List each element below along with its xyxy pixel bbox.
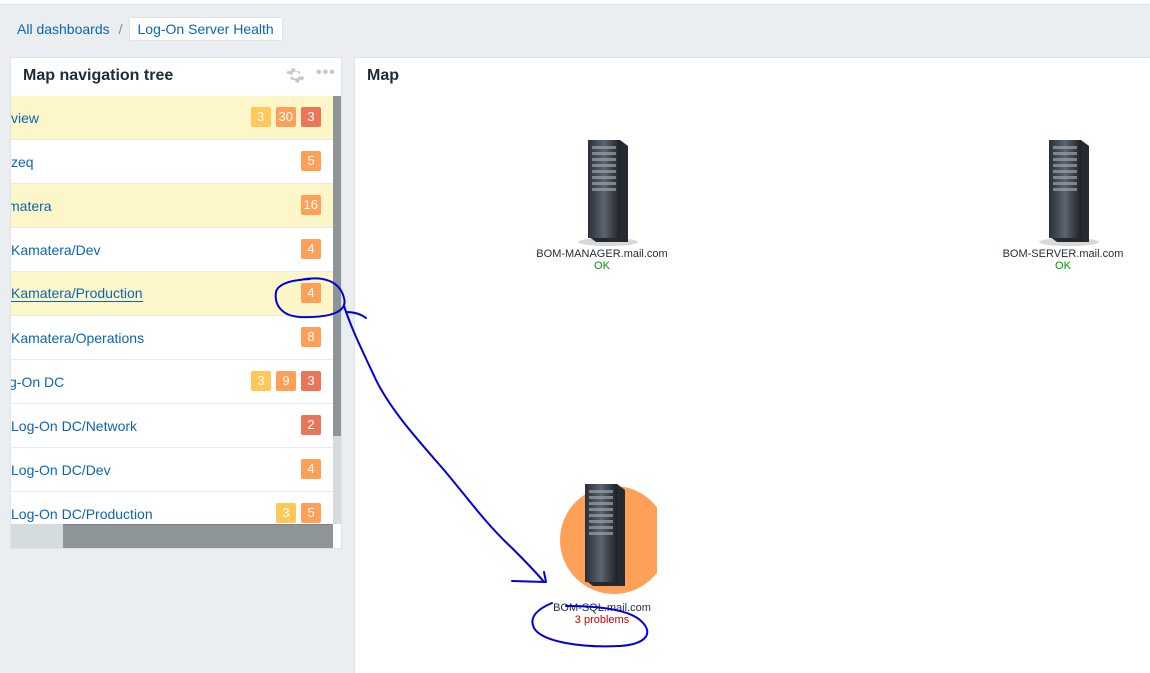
vertical-scrollbar[interactable] [333,96,341,524]
tree-item-label[interactable]: Kamatera/Dev [11,241,101,258]
host-name: BOM-SERVER.mail.com [1002,248,1124,260]
top-edge [0,0,1150,5]
host-name: BOM-SQL.mail.com [553,602,651,614]
problem-count-badge[interactable]: 9 [276,371,296,391]
host-name: BOM-MANAGER.mail.com [536,248,668,260]
problem-count-badge[interactable]: 5 [301,151,321,171]
horizontal-scrollbar-thumb[interactable] [63,524,333,548]
breadcrumb: All dashboards / Log-On Server Health [10,16,283,42]
map-host-bom-server[interactable]: BOM-SERVER.mail.com OK [988,136,1138,272]
tree-item[interactable]: zeq 5 [11,140,333,184]
problem-badges: 4 [301,283,321,303]
problem-badges: 5 [301,151,321,171]
breadcrumb-all-dashboards[interactable]: All dashboards [17,21,110,37]
problem-count-badge[interactable]: 3 [276,503,296,523]
problem-count-badge[interactable]: 4 [301,459,321,479]
host-status: OK [594,260,610,272]
problem-count-badge[interactable]: 4 [301,239,321,259]
problem-count-badge[interactable]: 3 [301,107,321,127]
more-icon[interactable]: ••• [316,64,336,81]
widget-header: Map navigation tree ••• [11,58,341,96]
tree-item-label[interactable]: Log-On DC/Production [11,505,153,522]
problem-badges: 2 [301,415,321,435]
horizontal-scrollbar[interactable] [11,524,333,548]
server-icon [1039,140,1099,246]
tree-item[interactable]: Log-On DC/Dev 4 [11,448,333,492]
tree-item-label[interactable]: view [11,109,40,126]
tree-item-label[interactable]: Log-On DC/Dev [11,461,111,478]
problem-count-badge[interactable]: 8 [301,327,321,347]
map-host-bom-sql[interactable]: BOM-SQL.mail.com 3 problems [527,480,677,626]
server-icon [578,140,638,246]
host-status: 3 problems [574,614,630,626]
map-host-bom-manager[interactable]: BOM-MANAGER.mail.com OK [527,136,677,272]
tree-item-label[interactable]: Log-On DC/Network [11,417,138,434]
tree-item-label[interactable]: zeq [11,153,34,170]
gear-icon[interactable] [285,65,305,85]
problem-count-badge[interactable]: 5 [301,503,321,523]
problem-count-badge[interactable]: 2 [301,415,321,435]
breadcrumb-separator: / [118,21,123,37]
tree-item[interactable]: Kamatera/Operations 8 [11,316,333,360]
problem-count-badge[interactable]: 30 [275,107,296,127]
tree-item-label[interactable]: matera [11,197,52,214]
problem-badges: 16 [300,195,321,215]
tree-item[interactable]: Log-On DC/Network 2 [11,404,333,448]
tree-item[interactable]: Kamatera/Production 4 [11,272,333,316]
problem-badges: 4 [301,459,321,479]
problem-count-badge[interactable]: 16 [300,195,321,215]
map-widget: Map BOM-MANAGER.mail.com OK [354,57,1150,673]
tree-item-label[interactable]: Kamatera/Operations [11,329,145,346]
tree-item-label[interactable]: Kamatera/Production [11,285,143,302]
tree-item[interactable]: Kamatera/Dev 4 [11,228,333,272]
problem-badges: 8 [301,327,321,347]
problem-badges: 4 [301,239,321,259]
map-widget-title: Map [367,67,399,84]
problem-count-badge[interactable]: 3 [251,371,271,391]
tree-item-label[interactable]: g-On DC [11,373,65,390]
breadcrumb-current-dashboard[interactable]: Log-On Server Health [128,17,283,41]
server-problem-icon [560,484,657,594]
problem-count-badge[interactable]: 3 [250,107,271,127]
problem-count-badge[interactable]: 3 [301,371,321,391]
vertical-scrollbar-thumb[interactable] [333,96,341,436]
tree-item[interactable]: matera 16 [11,184,333,228]
problem-count-badge[interactable]: 4 [301,283,321,303]
host-status: OK [1055,260,1071,272]
widget-title: Map navigation tree [23,67,174,84]
